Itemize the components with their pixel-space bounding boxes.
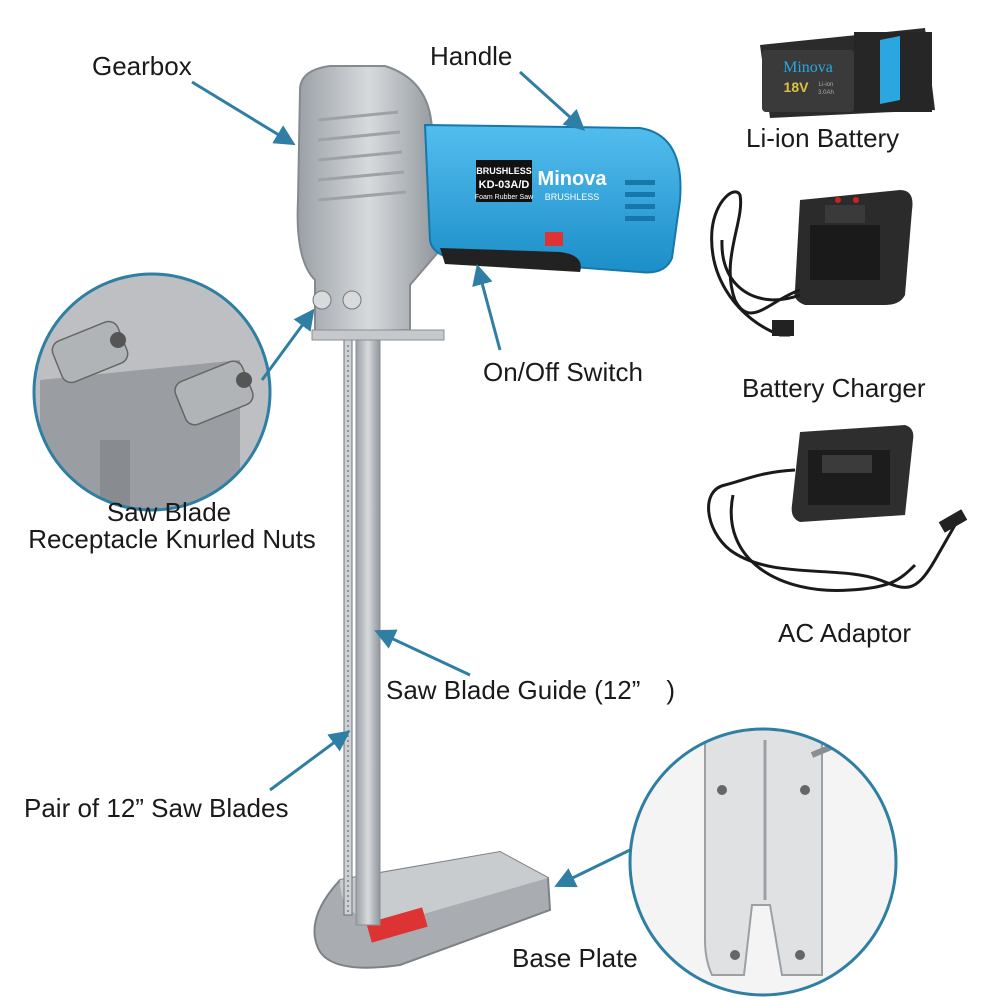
arrow-handle [518,70,586,131]
arrow-nuts [260,308,315,381]
battery-image: Minova 18V Li-ion 3.0Ah [760,28,935,118]
label-base: Base Plate [512,943,638,973]
knurled-nuts-zoom [32,272,272,512]
battery-brand: Minova [783,59,833,76]
label-guide: Saw Blade Guide (12” ) [386,675,676,705]
tool-brand-sub: BRUSHLESS [545,192,600,202]
label-charger: Battery Charger [742,373,926,403]
tool-brand: Minova [538,168,608,190]
label-adaptor: AC Adaptor [778,618,911,648]
gearbox [296,65,445,341]
saw-blade-guide [343,339,381,926]
tool-subtitle: Foam Rubber Saw [475,194,534,201]
battery-chem: Li-ion [819,82,834,88]
adaptor-image [707,425,968,592]
arrow-blades [269,730,351,792]
label-onoff: On/Off Switch [483,357,643,387]
label-gearbox: Gearbox [92,51,192,81]
callout-arrows [191,70,631,888]
arrow-onoff [472,263,502,351]
base-plate-zoom [628,727,898,997]
warning-label [366,907,428,943]
label-blades: Pair of 12” Saw Blades [24,793,289,823]
on-off-switch [440,248,581,272]
battery-voltage: 18V [784,79,810,95]
handle: BRUSHLESS KD-03A/D Foam Rubber Saw Minov… [423,123,682,274]
label-nuts-line2: Receptacle Knurled Nuts [28,524,316,554]
arrow-guide [374,629,471,677]
arrow-gearbox [191,80,296,146]
battery-capacity: 3.0Ah [818,90,834,96]
tool-model: KD-03A/D [479,179,530,191]
label-battery: Li-ion Battery [746,123,900,153]
charger-image [710,190,913,337]
label-handle: Handle [430,41,513,71]
label-nuts-line1: Saw Blade [106,497,232,527]
tool-tag: BRUSHLESS [476,166,532,176]
arrow-base [554,848,631,888]
